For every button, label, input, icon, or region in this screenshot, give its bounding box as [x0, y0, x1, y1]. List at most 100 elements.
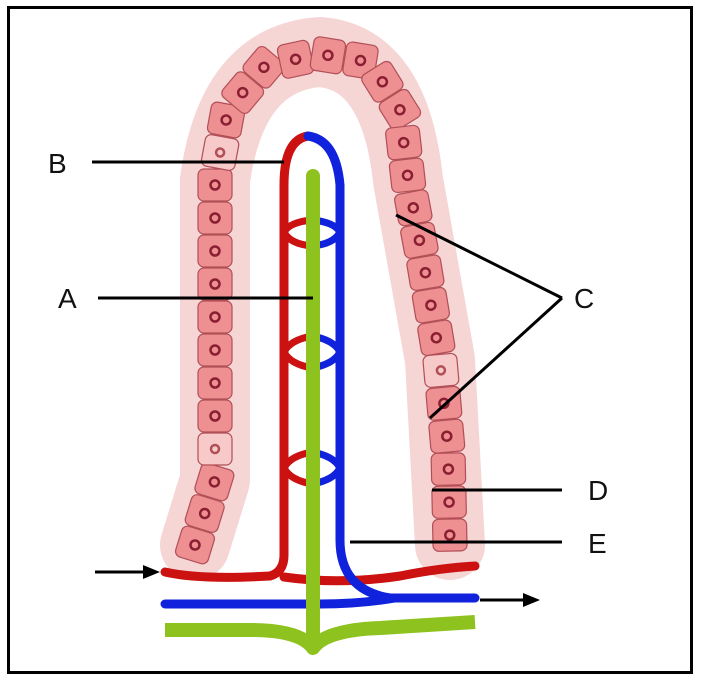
epithelial-cell [388, 157, 427, 194]
cell-nucleus [442, 463, 455, 475]
epithelial-cell [174, 525, 216, 565]
label-a: A [58, 283, 77, 314]
cell-body [430, 452, 467, 486]
cell-nucleus [394, 104, 406, 116]
cell-body [411, 286, 450, 324]
flow-arrows [95, 565, 540, 607]
epithelial-cell [411, 286, 450, 324]
cell-body [361, 60, 404, 103]
epithelial-cells [174, 36, 468, 565]
epithelial-cell [206, 101, 246, 139]
cell-nucleus [413, 234, 426, 247]
leader-line-c-upper [395, 213, 563, 300]
epithelial-cell [430, 452, 467, 486]
epithelial-cell [197, 300, 233, 334]
goblet-cell-body [197, 432, 233, 466]
label-d: D [588, 475, 608, 506]
cell-nucleus [214, 147, 226, 158]
goblet-cell-body [200, 134, 240, 171]
vessels [160, 131, 480, 655]
cell-body [197, 267, 233, 301]
cell-body [206, 101, 246, 139]
cell-nucleus [443, 496, 455, 508]
outflow-arrowhead [523, 593, 540, 607]
cell-body [197, 300, 233, 334]
cell-nucleus [209, 410, 221, 422]
cell-nucleus [209, 311, 221, 323]
cell-body [197, 333, 233, 367]
epithelial-cell [431, 485, 467, 519]
cell-body [197, 399, 233, 433]
arteriole [160, 131, 313, 582]
cell-body [276, 39, 315, 79]
cell-nucleus [209, 245, 221, 257]
cell-nucleus [407, 202, 420, 214]
goblet-cell-body [422, 352, 460, 388]
cell-body [431, 485, 467, 519]
cell-body [197, 168, 233, 202]
cell-body [221, 71, 265, 114]
epithelial-cell [276, 39, 315, 79]
cell-body [194, 462, 235, 502]
label-b: B [48, 148, 67, 179]
epithelial-cell [342, 41, 379, 80]
cell-body [242, 45, 286, 89]
epithelial-cell [184, 494, 225, 533]
epithelial-cell [242, 45, 286, 89]
cell-body [342, 41, 379, 80]
cell-body [309, 36, 347, 75]
lacteal-base [165, 615, 476, 655]
diagram-frame [7, 6, 693, 674]
cell-nucleus [435, 365, 447, 376]
cell-body [428, 418, 466, 454]
epithelial-cell [378, 88, 422, 131]
cell-nucleus [397, 136, 410, 149]
epithelial-cell [309, 36, 347, 75]
epithelial-cell [194, 462, 235, 502]
epithelial-cell [197, 201, 233, 235]
goblet-cell [197, 432, 233, 466]
cell-nucleus [289, 53, 302, 66]
label-e: E [588, 528, 607, 559]
epithelial-cell [431, 518, 468, 552]
leader-line-c-lower [428, 296, 564, 420]
goblet-cell [422, 352, 460, 388]
cell-nucleus [354, 54, 367, 67]
cell-body [174, 525, 216, 565]
epithelial-cell [197, 366, 233, 400]
cell-body [394, 189, 433, 227]
cell-nucleus [209, 377, 221, 389]
epithelial-cell [385, 124, 423, 161]
venule-base [160, 593, 400, 609]
cell-nucleus [198, 507, 211, 520]
epithelial-cell [361, 60, 404, 103]
cell-nucleus [236, 86, 249, 99]
epithelial-cell [197, 267, 233, 301]
cell-nucleus [209, 212, 221, 224]
cell-body [197, 201, 233, 235]
cell-body [378, 88, 422, 131]
epithelial-cell [417, 319, 456, 357]
epithelial-cell [197, 399, 233, 433]
epithelial-cell [428, 418, 466, 454]
cell-nucleus [258, 61, 270, 74]
cell-nucleus [209, 179, 221, 191]
cell-nucleus [401, 169, 414, 182]
cell-nucleus [209, 443, 221, 455]
cell-nucleus [419, 266, 432, 279]
epithelial-cell [197, 333, 233, 367]
cell-body [388, 157, 427, 194]
epithelial-cell [197, 168, 233, 202]
cell-body [197, 366, 233, 400]
leader-lines [92, 160, 564, 544]
cell-body [197, 234, 233, 268]
goblet-cell [200, 134, 240, 171]
cell-body [385, 124, 423, 161]
cell-nucleus [209, 278, 221, 290]
cell-nucleus [208, 476, 221, 488]
cell-nucleus [209, 344, 221, 356]
cell-body [184, 494, 225, 533]
cell-nucleus [444, 529, 456, 541]
cell-body [417, 319, 456, 357]
